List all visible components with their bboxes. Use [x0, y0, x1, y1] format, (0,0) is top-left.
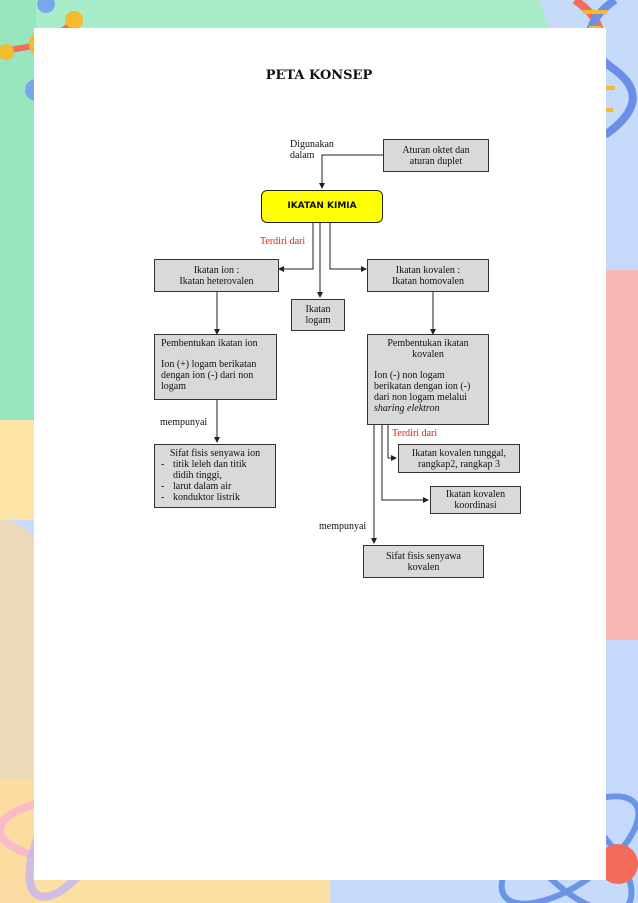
node-sifat-ion: Sifat fisis senyawa ion titik leleh dan … [154, 444, 276, 508]
label-mempunyai-kovalen: mempunyai [319, 521, 367, 532]
list-item: titik leleh dan titik didih tinggi, [161, 459, 269, 481]
node-ikatan-ion: Ikatan ion : Ikatan heterovalen [154, 259, 279, 292]
page-title: PETA KONSEP [265, 68, 373, 83]
label-digunakan-dalam: Digunakan dalam [290, 139, 334, 161]
node-aturan-oktet: Aturan oktet dan aturan duplet [383, 139, 489, 172]
node-ikatan-kimia: IKATAN KIMIA [261, 190, 383, 223]
list-item: larut dalam air [161, 481, 269, 492]
node-ikatan-kovalen: Ikatan kovalen : Ikatan homovalen [367, 259, 489, 292]
node-pembentukan-kovalen: Pembentukan ikatan kovalen Ion (-) non l… [367, 334, 489, 425]
node-ikatan-logam: Ikatan logam [291, 299, 345, 331]
node-pembentukan-ion: Pembentukan ikatan ion Ion (+) logam ber… [154, 334, 277, 400]
node-kovalen-tunggal: Ikatan kovalen tunggal, rangkap2, rangka… [398, 444, 520, 473]
sifat-ion-list: titik leleh dan titik didih tinggi, laru… [161, 459, 269, 503]
label-terdiri-dari-kovalen: Terdiri dari [392, 428, 438, 439]
label-terdiri-dari: Terdiri dari [260, 236, 306, 247]
node-sifat-kovalen: Sifat fisis senyawa kovalen [363, 545, 484, 578]
list-item: konduktor listrik [161, 492, 269, 503]
node-kovalen-koordinasi: Ikatan kovalen koordinasi [430, 486, 521, 514]
label-mempunyai-ion: mempunyai [160, 417, 208, 428]
